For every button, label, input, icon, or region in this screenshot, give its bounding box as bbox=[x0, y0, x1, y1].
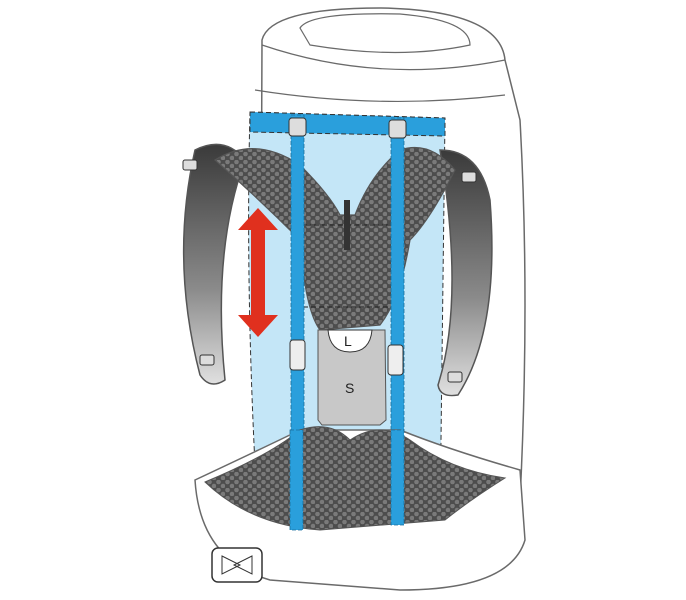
ladder-lock-icon bbox=[289, 339, 306, 371]
right-shoulder-strap bbox=[437, 149, 493, 397]
hip-buckle-icon bbox=[211, 547, 263, 583]
strap-buckle-icon bbox=[182, 159, 198, 171]
adjustment-range-arrow-icon bbox=[238, 208, 278, 337]
size-label-small: S bbox=[345, 380, 354, 396]
size-scale-panel: L S bbox=[317, 329, 387, 426]
zipper-pull-icon bbox=[344, 200, 350, 250]
adjustment-straps bbox=[288, 114, 407, 526]
ladder-lock-icon bbox=[288, 117, 307, 137]
ladder-lock-icon bbox=[387, 344, 404, 376]
left-shoulder-strap bbox=[182, 143, 246, 385]
strap-buckle-icon bbox=[447, 371, 463, 383]
hip-belt bbox=[194, 426, 526, 591]
size-label-large: L bbox=[344, 333, 352, 349]
strap-buckle-icon bbox=[199, 354, 215, 366]
size-l-marker bbox=[327, 329, 373, 353]
strap-buckle-icon bbox=[461, 171, 477, 183]
ladder-lock-icon bbox=[388, 119, 407, 139]
